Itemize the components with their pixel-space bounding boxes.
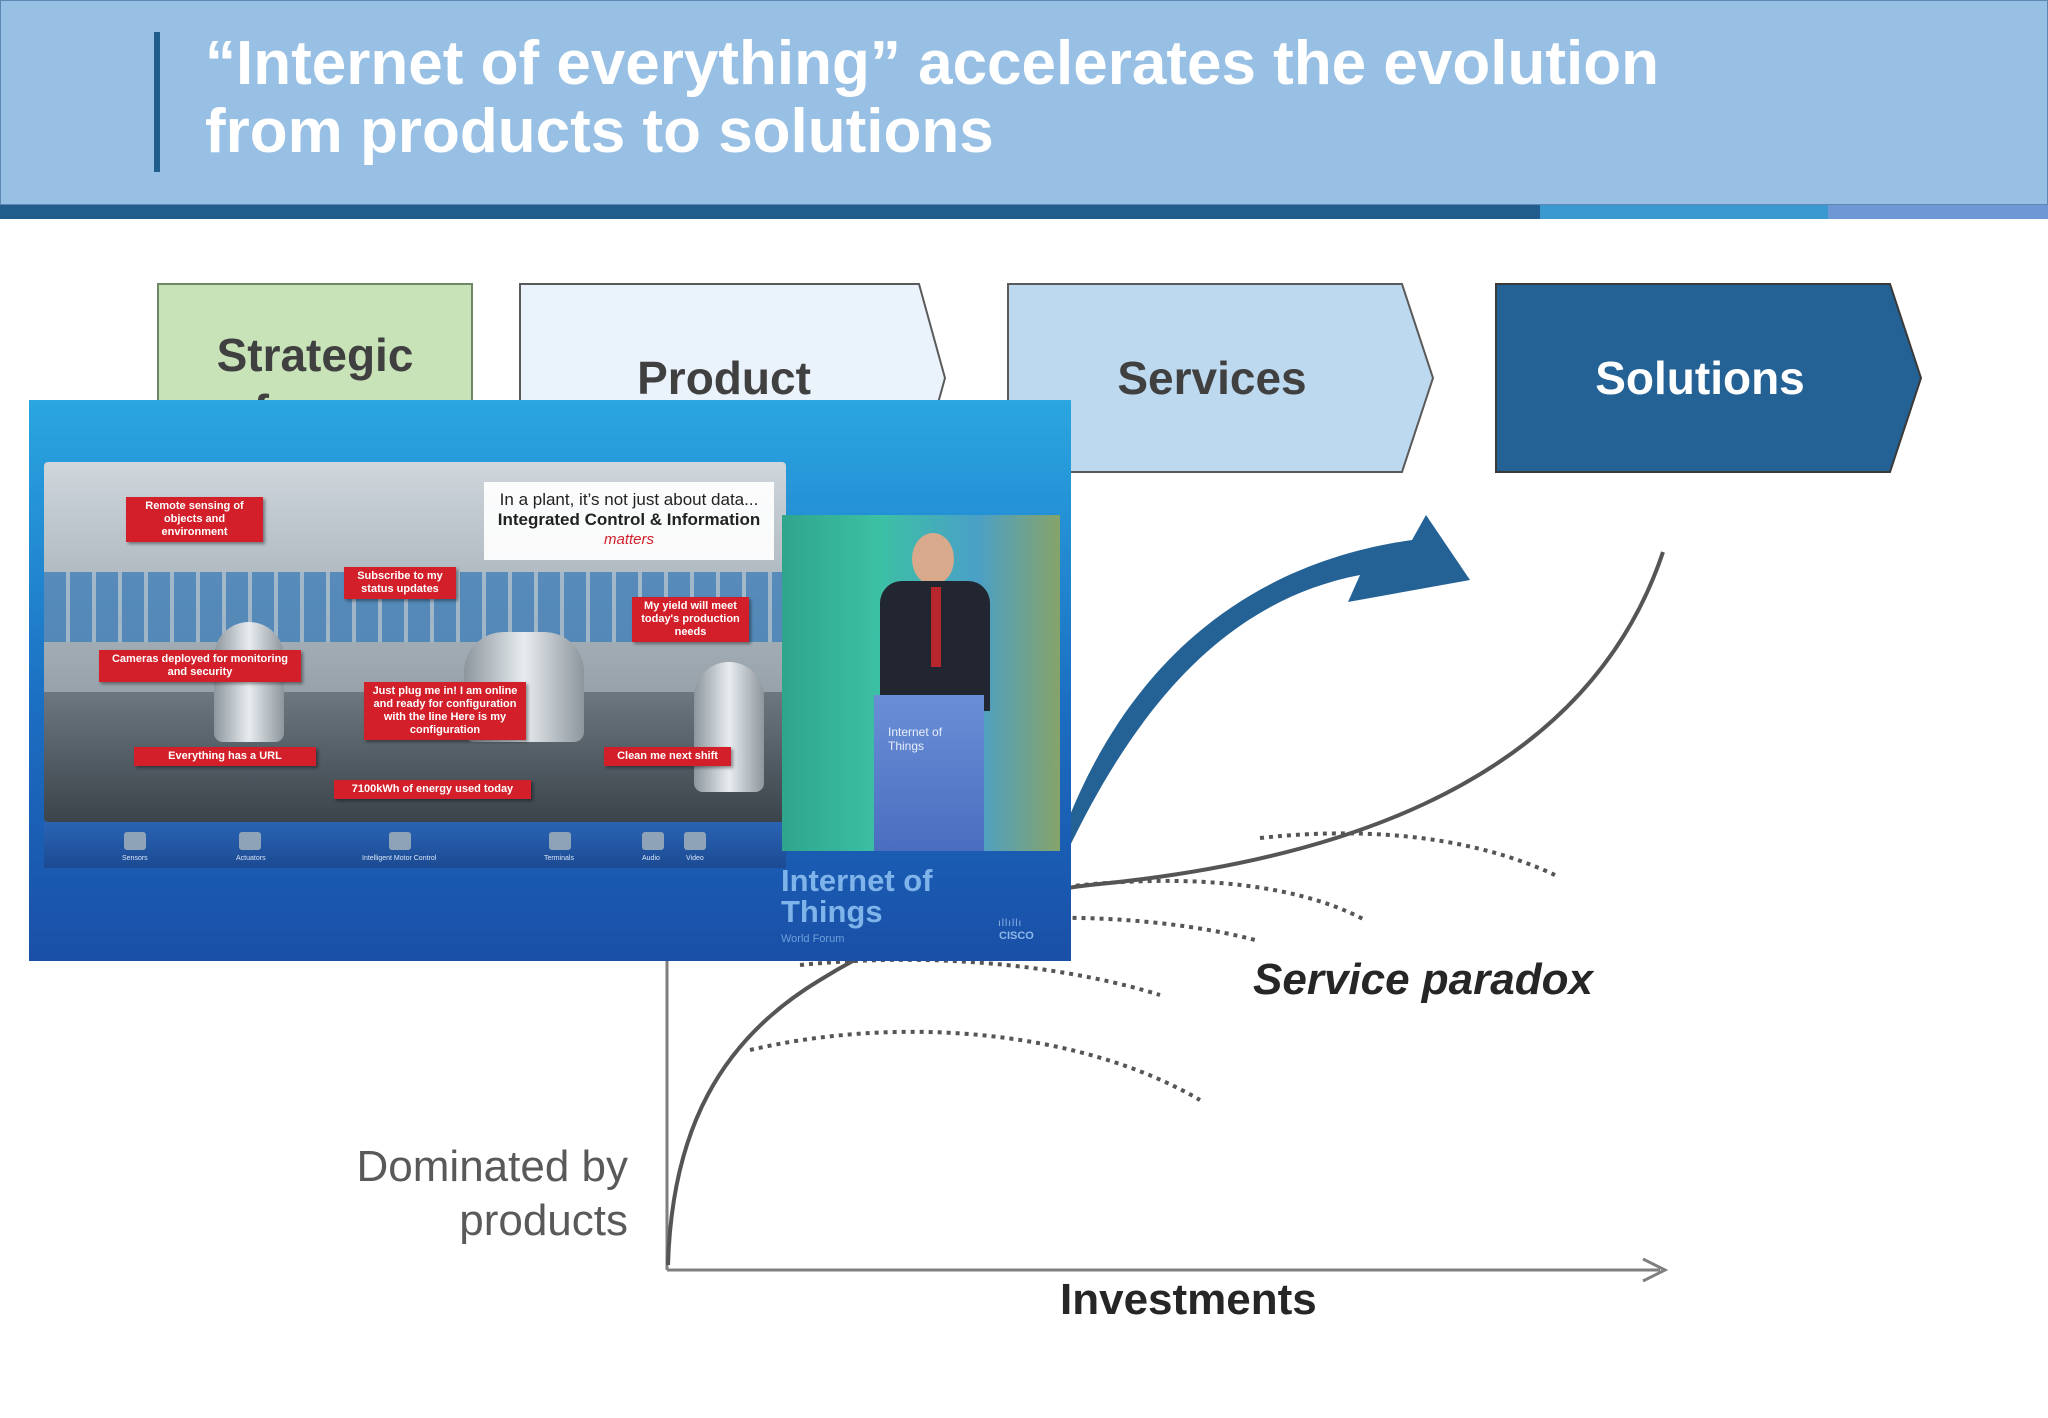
callout-subscribe: Subscribe to my status updates [344,567,456,599]
y-axis-label-line-1: Dominated by [356,1142,628,1191]
device-label-sensors: Sensors [122,855,148,862]
sensor-icon [124,832,146,850]
iot-logo-line-1: Internet of [781,863,933,898]
device-label-actuators: Actuators [236,855,266,862]
header-stripe-light [1828,205,2048,219]
paradox-curve-2 [799,957,1161,997]
terminal-icon [549,832,571,850]
callout-plug-in: Just plug me in! I am online and ready f… [364,682,526,740]
header-stripe-mid [1540,205,1828,219]
speaker-tie [931,587,941,667]
y-axis-label: Dominated by products [228,1140,628,1248]
callout-box-line-1: In a plant, it’s not just about data... [499,490,759,509]
title-line-2: from products to solutions [205,97,994,166]
device-label-audio: Audio [642,855,660,862]
x-axis-label: Investments [1060,1275,1317,1324]
service-paradox-label: Service paradox [1253,955,1593,1004]
callout-clean: Clean me next shift [604,747,731,766]
y-axis-label-line-2: products [459,1196,628,1245]
cisco-bars-icon: ıllıllı [998,918,1023,929]
stage-product-label: Product [637,352,811,404]
slide-title: “Internet of everything” accelerates the… [205,30,1985,166]
title-accent-bar [154,32,160,172]
device-strip: Sensors Actuators Intelligent Motor Cont… [44,822,786,868]
title-line-1: “Internet of everything” accelerates the… [205,29,1659,98]
callout-box: In a plant, it’s not just about data... … [484,482,774,560]
audio-icon [642,832,664,850]
device-label-motor-control: Intelligent Motor Control [362,855,437,862]
tank-3 [694,662,764,792]
stage-services: Services [1007,283,1435,473]
podium: Internet of Things [874,695,984,851]
cisco-logo: CISCO [999,930,1034,942]
video-icon [684,832,706,850]
device-label-terminals: Terminals [544,855,574,862]
speaker-video-frame: Internet of Things [782,515,1060,851]
actuator-icon [239,832,261,850]
factory-illustration: In a plant, it’s not just about data... … [44,462,786,822]
callout-remote-sensing: Remote sensing of objects and environmen… [126,497,263,542]
slide-header [0,0,2048,205]
stage-solutions-chevron [1495,283,1923,473]
callout-box-line-3: matters [603,531,654,548]
stage-solutions: Solutions [1495,283,1923,473]
iot-logo-subtitle: World Forum [781,933,845,945]
stage-services-label: Services [1117,352,1307,404]
callout-url: Everything has a URL [134,747,316,766]
callout-box-line-2: Integrated Control & Information [497,510,761,529]
device-label-video: Video [686,855,704,862]
growth-arrow [1068,515,1470,850]
header-stripe-dark [0,205,1540,219]
paradox-curve-5 [1259,831,1556,877]
speaker-head [912,533,954,585]
video-overlay[interactable]: In a plant, it’s not just about data... … [29,400,1071,961]
podium-text: Internet of Things [888,725,943,753]
iot-logo: Internet of Things [781,865,933,927]
paradox-curve-1 [749,1029,1202,1102]
x-axis-arrowhead [1642,1257,1669,1283]
callout-energy: 7100kWh of energy used today [334,780,531,799]
motor-control-icon [389,832,411,850]
callout-yield: My yield will meet today's production ne… [632,597,749,642]
tank-1 [214,622,284,742]
paradox-curve-4 [1039,878,1366,922]
iot-logo-line-2: Things [781,894,883,929]
stage-solutions-label: Solutions [1595,352,1805,404]
callout-cameras: Cameras deployed for monitoring and secu… [99,650,301,682]
